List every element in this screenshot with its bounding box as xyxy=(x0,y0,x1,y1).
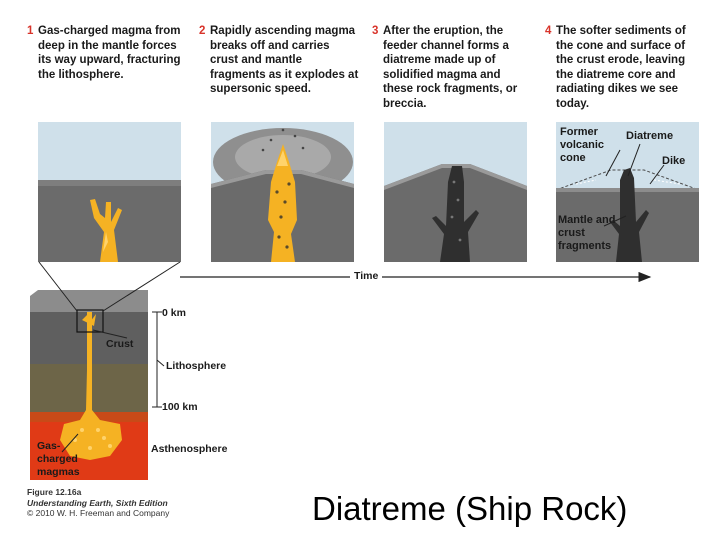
copyright: © 2010 W. H. Freeman and Company xyxy=(27,508,170,518)
panel-2-eruption xyxy=(211,122,354,262)
time-label: Time xyxy=(354,270,379,282)
label-dike: Dike xyxy=(662,155,686,167)
step-2-text: Rapidly ascending magma breaks off and c… xyxy=(210,25,359,95)
step-3-caption: 3 After the eruption, the feeder channel… xyxy=(372,24,532,111)
label-diatreme: Diatreme xyxy=(626,130,674,142)
panel-3-diatreme xyxy=(384,122,527,262)
dike-pointer xyxy=(649,164,665,185)
book-title: Understanding Earth, Sixth Edition xyxy=(27,497,168,508)
former-cone-pointer xyxy=(605,149,621,177)
label-0-km: 0 km xyxy=(162,307,186,319)
panel-4-erosion xyxy=(556,122,699,262)
figure-number: Figure 12.16a xyxy=(27,487,82,497)
step-1-number: 1 xyxy=(27,25,34,37)
slide-title: Diatreme (Ship Rock) xyxy=(312,490,628,527)
step-4-caption: 4 The softer sediments of the cone and s… xyxy=(545,24,705,111)
label-mantle-crust-fragments: Mantle and crust fragments xyxy=(558,214,616,252)
diatreme-pointer xyxy=(627,143,641,177)
label-100-km: 100 km xyxy=(162,401,198,413)
figure-caption: Figure 12.16a Understanding Earth, Sixth… xyxy=(27,487,169,519)
zoom-line-left xyxy=(38,261,78,312)
label-asthenosphere: Asthenosphere xyxy=(151,443,228,455)
label-former-volcanic-cone: Former volcanic cone xyxy=(560,126,605,164)
step-3-number: 3 xyxy=(372,25,379,37)
zoom-line-right xyxy=(102,261,181,312)
step-3-text: After the eruption, the feeder channel f… xyxy=(383,25,518,110)
label-lithosphere: Lithosphere xyxy=(166,360,227,372)
fragments-pointer xyxy=(603,215,627,227)
step-4-number: 4 xyxy=(545,25,552,37)
lithosphere-bracket xyxy=(152,311,158,408)
step-2-number: 2 xyxy=(199,25,206,37)
magma-pointer xyxy=(61,433,79,453)
step-1-caption: 1 Gas-charged magma from deep in the man… xyxy=(27,24,187,82)
label-crust: Crust xyxy=(106,338,134,350)
panel-1-magma-rising xyxy=(38,122,181,262)
step-2-caption: 2 Rapidly ascending magma breaks off and… xyxy=(199,24,359,97)
label-gas-charged-magmas: Gas-charged magmas xyxy=(37,440,80,478)
step-4-text: The softer sediments of the cone and sur… xyxy=(556,25,686,110)
earth-cross-section xyxy=(30,290,148,480)
crust-pointer xyxy=(92,329,128,339)
step-1-text: Gas-charged magma from deep in the mantl… xyxy=(38,25,181,81)
